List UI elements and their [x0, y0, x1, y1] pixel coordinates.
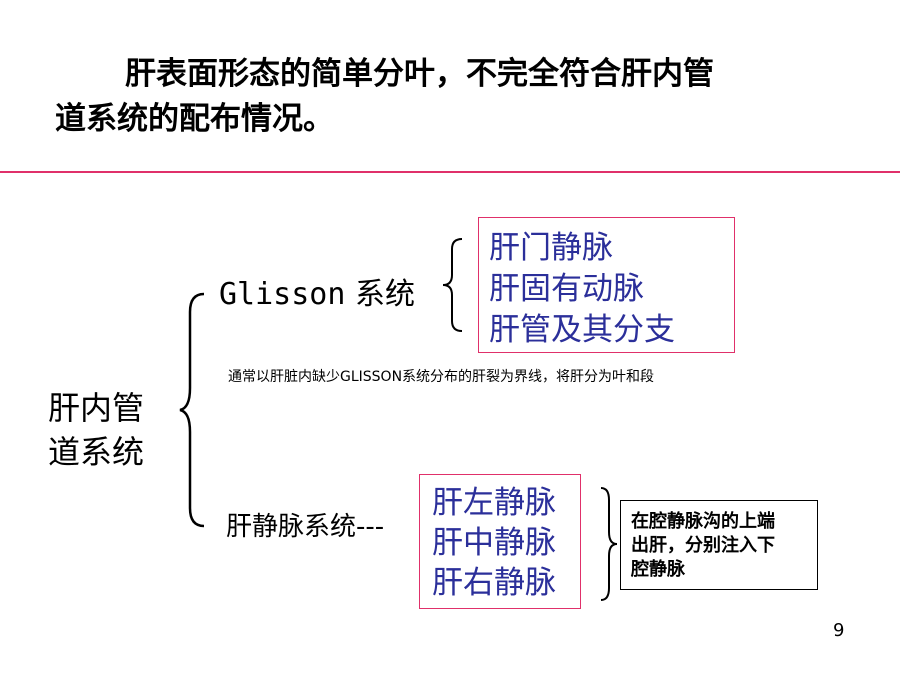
glisson-brace: [442, 238, 463, 332]
root-label-line-1: 肝内管: [48, 389, 145, 427]
glisson-items-box: 肝门静脉 肝固有动脉 肝管及其分支: [478, 217, 735, 353]
glisson-system-label: Glisson 系统: [219, 276, 415, 314]
glisson-item-bile-duct: 肝管及其分支: [489, 312, 675, 348]
glisson-cn: 系统: [354, 277, 415, 312]
title-divider: [0, 171, 900, 173]
main-brace: [179, 292, 205, 528]
heading-line-1: 肝表面形态的简单分叶，不完全符合肝内管: [125, 56, 714, 92]
annotation-line-1: 在腔静脉沟的上端: [631, 511, 775, 532]
page-number: 9: [833, 620, 845, 641]
heading-line-2: 道系统的配布情况。: [55, 101, 334, 137]
hepatic-vein-brace: [600, 487, 618, 601]
root-label-line-2: 道系统: [48, 433, 145, 471]
hepatic-vein-middle: 肝中静脉: [432, 525, 556, 561]
glisson-item-hepatic-artery: 肝固有动脉: [489, 271, 644, 307]
glisson-item-portal-vein: 肝门静脉: [489, 230, 613, 266]
hepatic-vein-system-label: 肝静脉系统---: [226, 512, 385, 542]
segmentation-note: 通常以肝脏内缺少GLISSON系统分布的肝裂为界线，将肝分为叶和段: [228, 369, 655, 385]
hepatic-vein-annotation: 在腔静脉沟的上端 出肝，分别注入下 腔静脉: [620, 500, 818, 590]
root-label: 肝内管 道系统: [48, 386, 144, 474]
annotation-line-2: 出肝，分别注入下: [631, 535, 775, 556]
hepatic-vein-left: 肝左静脉: [432, 485, 556, 521]
glisson-latin: Glisson: [219, 277, 346, 312]
annotation-line-3: 腔静脉: [631, 559, 685, 580]
hepatic-vein-right: 肝右静脉: [432, 565, 556, 601]
hepatic-vein-items-box: 肝左静脉 肝中静脉 肝右静脉: [419, 474, 581, 609]
